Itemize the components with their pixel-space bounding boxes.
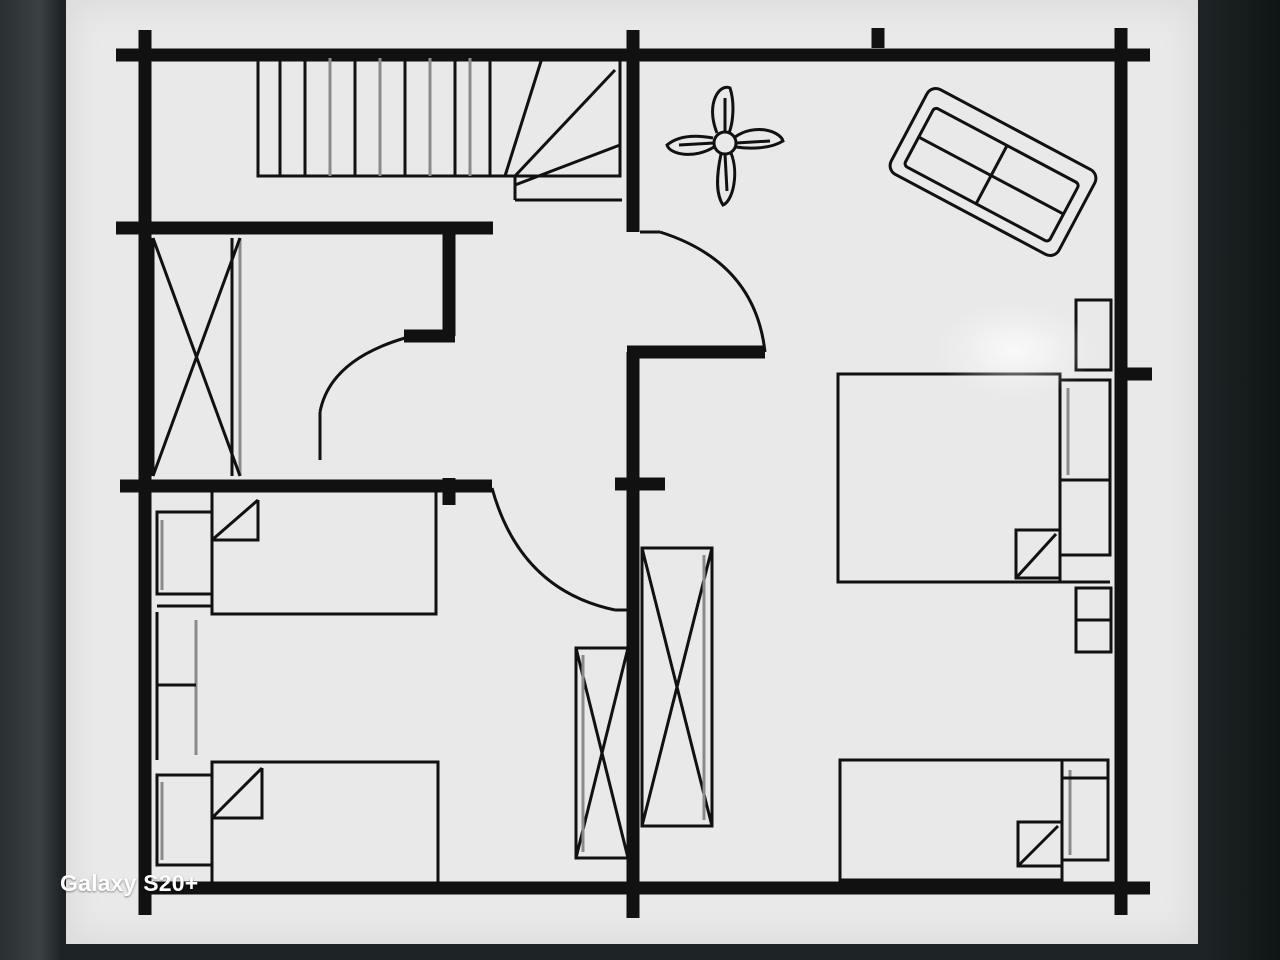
bed-upper-left xyxy=(155,488,438,616)
sofa-icon xyxy=(888,87,1098,257)
camera-watermark: Galaxy S20+ xyxy=(60,870,199,896)
wardrobe-right-upper xyxy=(1058,298,1113,557)
closet-center-upper xyxy=(640,546,714,828)
wardrobe-left xyxy=(155,612,198,760)
closet-center-lower xyxy=(574,646,630,860)
bed-lower-right xyxy=(838,758,1110,882)
doors xyxy=(318,230,767,612)
staircase xyxy=(256,56,622,202)
left-interior-walls xyxy=(116,221,493,505)
plant-icon xyxy=(665,85,785,207)
closet-left xyxy=(151,237,242,477)
central-wall xyxy=(615,30,765,918)
wardrobe-right-lower xyxy=(1074,586,1113,654)
bed-lower-left xyxy=(155,760,440,888)
windows-bottom xyxy=(442,882,828,894)
